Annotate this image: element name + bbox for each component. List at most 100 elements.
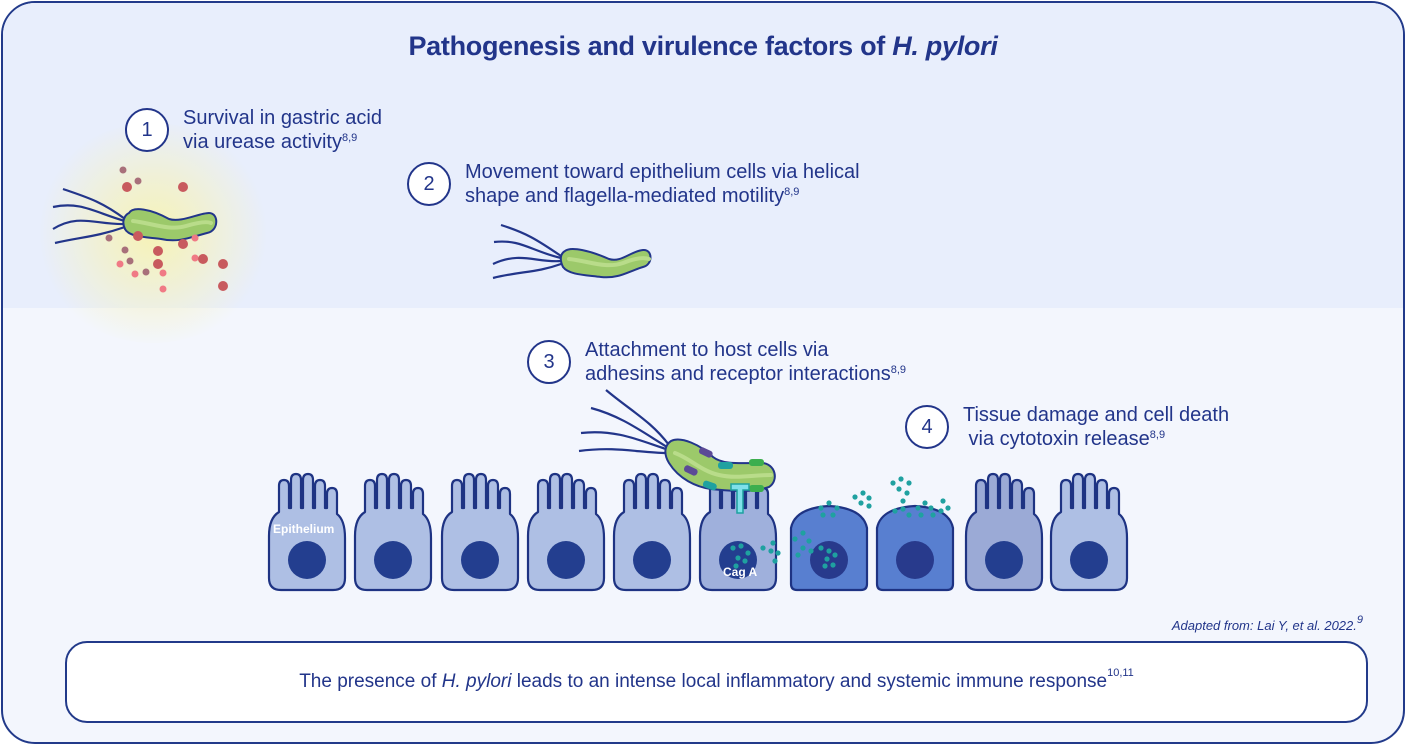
bacterium-motile bbox=[492, 223, 652, 280]
cytotoxin-particle bbox=[733, 563, 739, 569]
cytotoxin-particle bbox=[852, 494, 858, 500]
cytotoxin-particle bbox=[834, 505, 840, 511]
cell-nucleus bbox=[547, 541, 585, 579]
step-number: 3 bbox=[527, 340, 571, 384]
cytotoxin-particle bbox=[945, 505, 951, 511]
cytotoxin-particle bbox=[730, 545, 736, 551]
reference: 8,9 bbox=[1149, 429, 1166, 441]
cell-nucleus bbox=[374, 541, 412, 579]
cytotoxin-particle bbox=[795, 552, 801, 558]
cell-nucleus bbox=[633, 541, 671, 579]
step-description: Tissue damage and cell death via cytotox… bbox=[963, 404, 1230, 450]
reference: 8,9 bbox=[341, 132, 358, 144]
flagella bbox=[492, 223, 562, 280]
cytotoxin-particle bbox=[832, 552, 838, 558]
cell-nucleus bbox=[288, 541, 326, 579]
step-description: Movement toward epithelium cells via hel… bbox=[465, 161, 860, 207]
cytotoxin-particle bbox=[820, 512, 826, 518]
cell-body bbox=[267, 472, 347, 592]
cytotoxin-particle bbox=[906, 512, 912, 518]
epithelial-cell bbox=[612, 472, 692, 592]
cytotoxin-particle bbox=[806, 538, 812, 544]
epithelial-cell bbox=[440, 472, 520, 592]
reference: 8,9 bbox=[890, 364, 907, 376]
cytotoxin-particle bbox=[826, 548, 832, 554]
cytotoxin-particle bbox=[918, 512, 924, 518]
adhesins bbox=[683, 447, 764, 492]
cell-body bbox=[964, 472, 1044, 592]
cytotoxin-particle bbox=[915, 505, 921, 511]
epithelial-cell bbox=[267, 472, 347, 592]
cytotoxin-particle bbox=[904, 490, 910, 496]
step-number: 1 bbox=[125, 108, 169, 152]
cytotoxin-particle bbox=[898, 476, 904, 482]
reference: 8,9 bbox=[784, 186, 800, 198]
cell-nucleus bbox=[461, 541, 499, 579]
source-credit: Adapted from: Lai Y, et al. 2022.9 bbox=[1171, 614, 1363, 633]
cytotoxin-particle bbox=[830, 512, 836, 518]
cytotoxin-particle bbox=[772, 558, 778, 564]
bacterium-body bbox=[122, 208, 218, 242]
cytotoxin-particle bbox=[818, 545, 824, 551]
cytotoxin-particle bbox=[866, 495, 872, 501]
cytotoxin-particle bbox=[808, 548, 814, 554]
cytotoxin-particle bbox=[768, 548, 774, 554]
epithelial-cell bbox=[789, 504, 869, 592]
cell-body bbox=[526, 472, 606, 592]
epithelium-label: Epithelium bbox=[273, 522, 334, 536]
cytotoxin-particle bbox=[938, 508, 944, 514]
epithelial-cell bbox=[526, 472, 606, 592]
flagella bbox=[52, 187, 126, 245]
title-species: H. pylori bbox=[892, 31, 998, 61]
cell-body bbox=[353, 472, 433, 592]
cell-nucleus bbox=[896, 541, 934, 579]
cytotoxin-particle bbox=[826, 500, 832, 506]
flagella bbox=[578, 389, 670, 455]
conclusion-text: The presence of H. pylori leads to an in… bbox=[299, 667, 1134, 692]
epithelial-cell bbox=[964, 472, 1044, 592]
epithelial-cell bbox=[353, 472, 433, 592]
cytotoxin-particle bbox=[745, 550, 751, 556]
cytotoxin-particle bbox=[858, 500, 864, 506]
cytotoxin-particle bbox=[770, 540, 776, 546]
cytotoxin-particle bbox=[742, 558, 748, 564]
cytotoxin-particle bbox=[928, 505, 934, 511]
cytotoxin-particle bbox=[860, 490, 866, 496]
step-number: 4 bbox=[905, 405, 949, 449]
cytotoxin-particle bbox=[940, 498, 946, 504]
cytotoxin-particle bbox=[738, 543, 744, 549]
cell-body bbox=[440, 472, 520, 592]
cytotoxin-particle bbox=[830, 562, 836, 568]
cytotoxin-particle bbox=[800, 530, 806, 536]
cytotoxin-particle bbox=[930, 512, 936, 518]
cell-body bbox=[612, 472, 692, 592]
cytotoxin-particle bbox=[818, 505, 824, 511]
cytotoxin-particle bbox=[760, 545, 766, 551]
cytotoxin-particle bbox=[800, 545, 806, 551]
step-number: 2 bbox=[407, 162, 451, 206]
cytotoxin-particle bbox=[900, 506, 906, 512]
conclusion-box: The presence of H. pylori leads to an in… bbox=[65, 641, 1368, 723]
cytotoxin-particle bbox=[890, 480, 896, 486]
step-4: 4 Tissue damage and cell death via cytot… bbox=[905, 403, 1229, 451]
bacterium-attached bbox=[578, 389, 776, 514]
figure-title: Pathogenesis and virulence factors of H.… bbox=[3, 31, 1403, 62]
cag-a-label: Cag A bbox=[723, 565, 758, 579]
cytotoxin-particle bbox=[900, 498, 906, 504]
cytotoxin-particle bbox=[892, 508, 898, 514]
cytotoxin-particle bbox=[792, 536, 798, 542]
cytotoxin-particle bbox=[866, 503, 872, 509]
bacterium-urease bbox=[52, 166, 228, 293]
cytotoxin-particle bbox=[906, 480, 912, 486]
cytotoxin-particle bbox=[922, 500, 928, 506]
step-2: 2 Movement toward epithelium cells via h… bbox=[407, 160, 860, 208]
receptor bbox=[730, 483, 750, 514]
cell-nucleus bbox=[985, 541, 1023, 579]
